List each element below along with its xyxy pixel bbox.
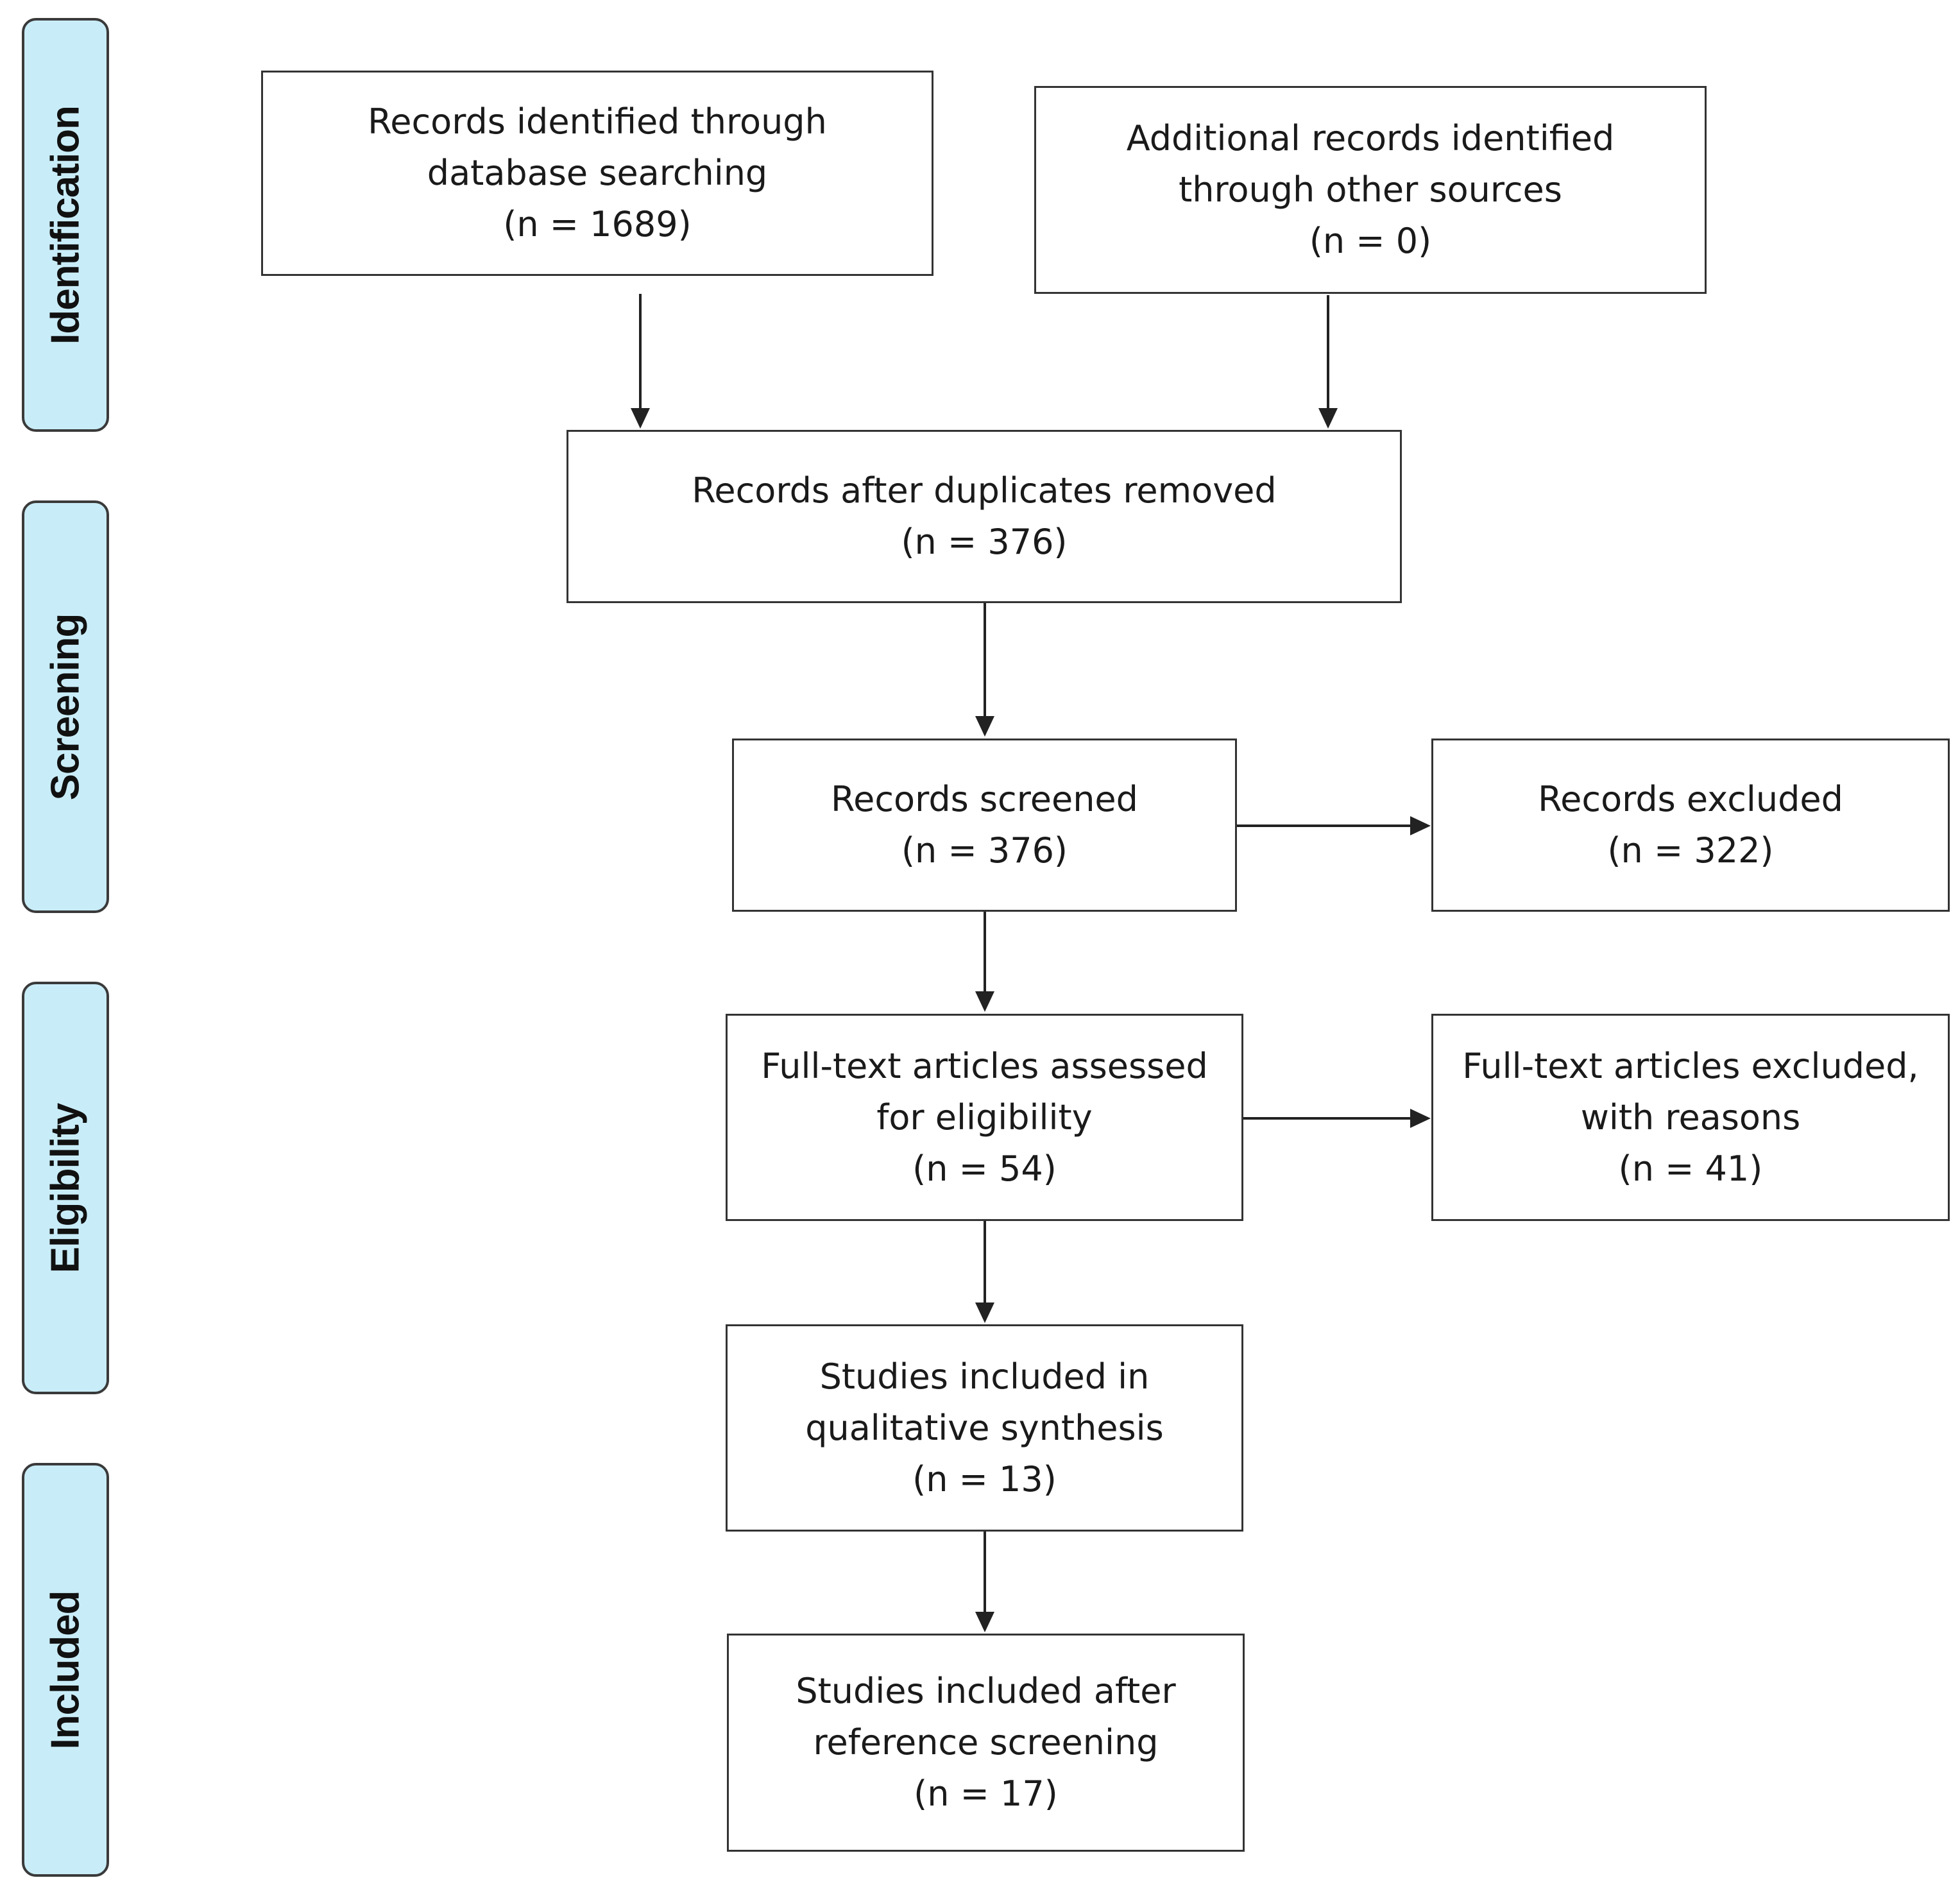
box-fulltext-assessed-line2: for eligibility bbox=[876, 1097, 1093, 1138]
box-duplicates-removed-line1: Records after duplicates removed bbox=[692, 470, 1277, 511]
box-fulltext-assessed-line1: Full-text articles assessed bbox=[761, 1045, 1208, 1086]
box-fulltext-excluded: Full-text articles excluded, with reason… bbox=[1431, 1014, 1950, 1221]
box-records-excluded-line1: Records excluded bbox=[1538, 779, 1843, 819]
box-records-excluded: Records excluded (n = 322) bbox=[1431, 739, 1950, 912]
phase-eligibility: Eligibility bbox=[22, 982, 109, 1394]
arrowhead-2 bbox=[1318, 408, 1338, 429]
arrowhead-5 bbox=[975, 991, 994, 1012]
box-database-search: Records identified through database sear… bbox=[261, 71, 933, 276]
box-fulltext-excluded-line2: with reasons bbox=[1580, 1097, 1801, 1138]
arrowhead-6 bbox=[1410, 1109, 1431, 1128]
box-records-screened: Records screened (n = 376) bbox=[732, 739, 1237, 912]
box-after-reference-screening-count: (n = 17) bbox=[914, 1773, 1058, 1814]
box-database-search-count: (n = 1689) bbox=[503, 204, 692, 244]
box-database-search-line2: database searching bbox=[427, 153, 768, 193]
box-other-sources: Additional records identified through ot… bbox=[1034, 86, 1707, 294]
box-qualitative-synthesis-line1: Studies included in bbox=[819, 1356, 1150, 1397]
box-after-reference-screening-line2: reference screening bbox=[813, 1722, 1159, 1763]
box-qualitative-synthesis-count: (n = 13) bbox=[912, 1458, 1057, 1499]
box-after-reference-screening-line1: Studies included after bbox=[796, 1671, 1176, 1711]
phase-included: Included bbox=[22, 1463, 109, 1877]
phase-identification: Identification bbox=[22, 18, 109, 432]
box-fulltext-assessed-count: (n = 54) bbox=[912, 1148, 1057, 1189]
box-duplicates-removed: Records after duplicates removed (n = 37… bbox=[567, 430, 1402, 603]
box-other-sources-count: (n = 0) bbox=[1309, 221, 1432, 261]
box-after-reference-screening: Studies included after reference screeni… bbox=[727, 1634, 1245, 1852]
box-qualitative-synthesis-line2: qualitative synthesis bbox=[805, 1407, 1164, 1448]
phase-screening: Screening bbox=[22, 500, 109, 913]
box-duplicates-removed-count: (n = 376) bbox=[901, 522, 1068, 562]
arrowhead-4 bbox=[1410, 816, 1431, 835]
box-records-screened-count: (n = 376) bbox=[901, 830, 1068, 871]
box-fulltext-excluded-count: (n = 41) bbox=[1618, 1148, 1763, 1189]
box-qualitative-synthesis: Studies included in qualitative synthesi… bbox=[726, 1324, 1243, 1532]
arrowhead-8 bbox=[975, 1612, 994, 1632]
box-database-search-line1: Records identified through bbox=[368, 101, 827, 142]
box-records-excluded-count: (n = 322) bbox=[1607, 830, 1774, 871]
arrowhead-7 bbox=[975, 1302, 994, 1323]
box-fulltext-assessed: Full-text articles assessed for eligibil… bbox=[726, 1014, 1243, 1221]
arrowhead-1 bbox=[631, 408, 650, 429]
box-fulltext-excluded-line1: Full-text articles excluded, bbox=[1462, 1045, 1919, 1086]
box-other-sources-line2: through other sources bbox=[1179, 169, 1562, 210]
box-records-screened-line1: Records screened bbox=[831, 779, 1138, 819]
arrowhead-3 bbox=[975, 716, 994, 737]
box-other-sources-line1: Additional records identified bbox=[1126, 118, 1615, 158]
